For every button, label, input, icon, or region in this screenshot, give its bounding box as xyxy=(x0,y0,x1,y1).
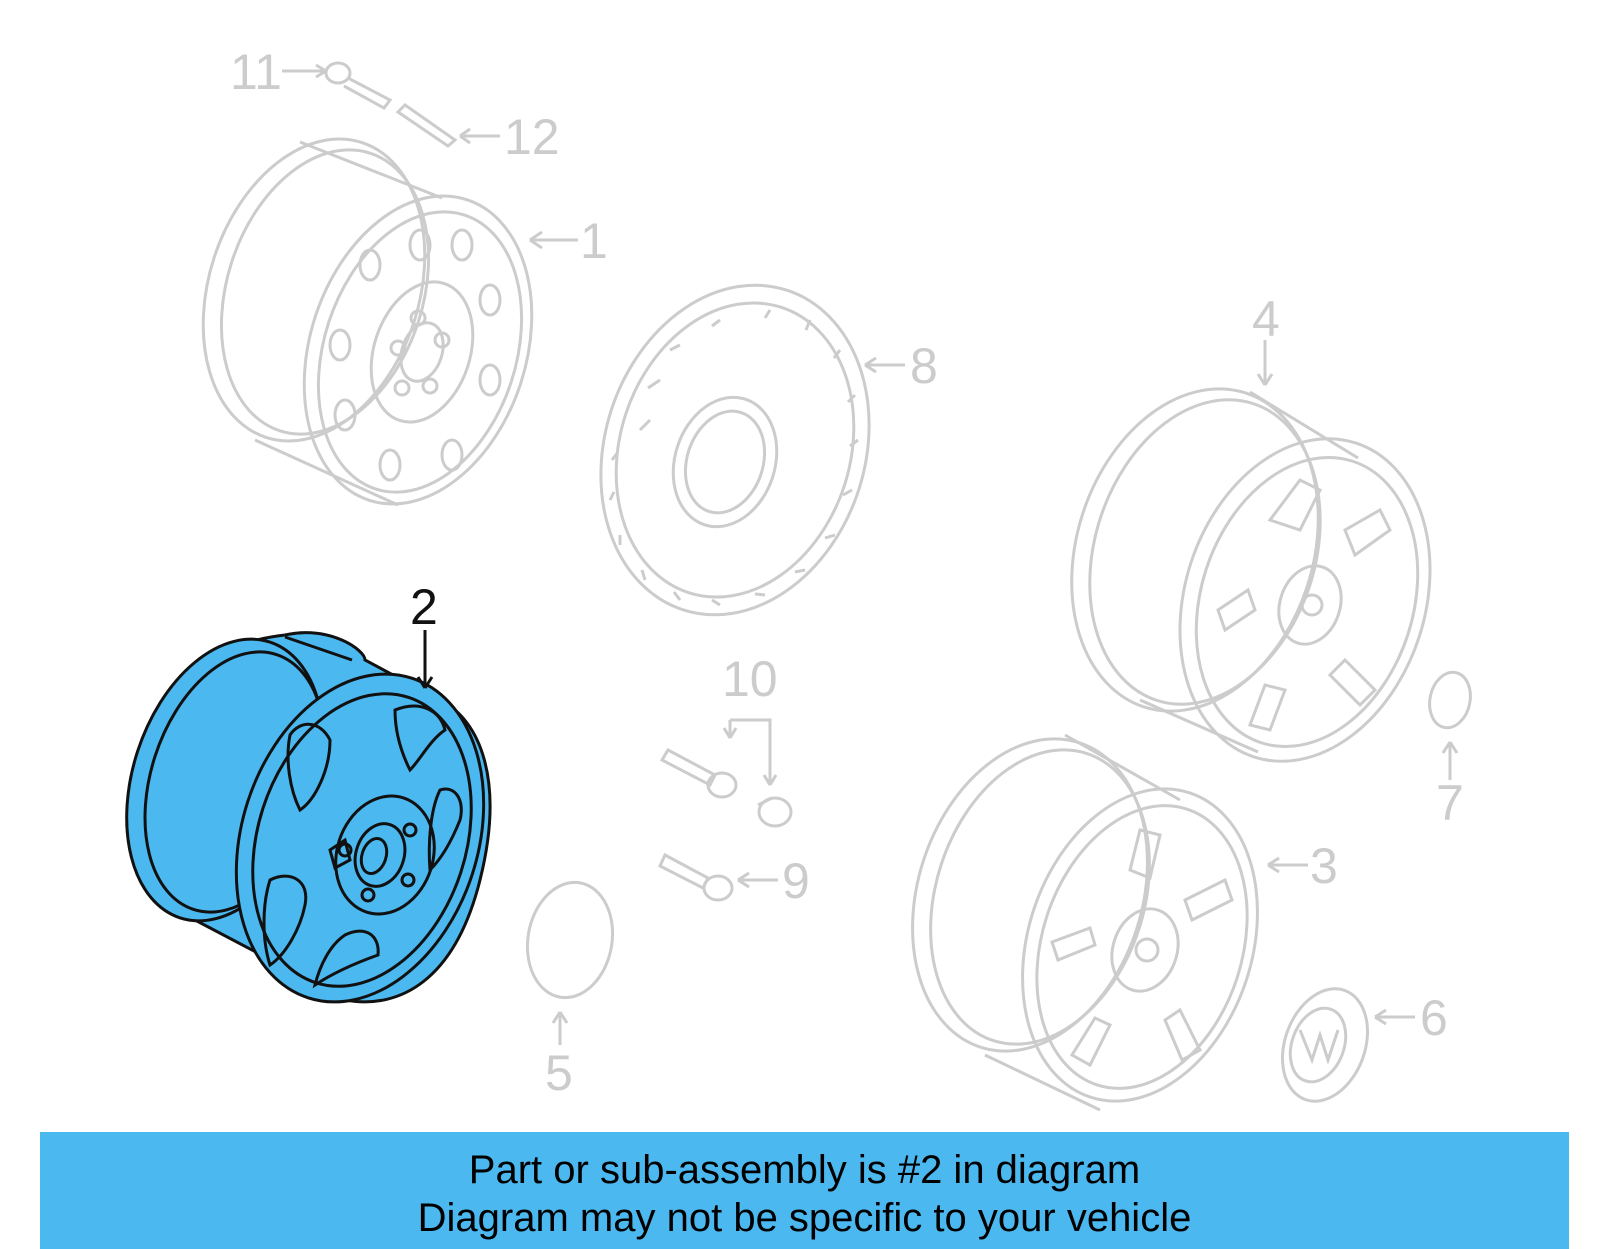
part-1-steel-wheel[interactable] xyxy=(166,110,578,534)
callout-6: 6 xyxy=(1420,990,1448,1046)
callout-8: 8 xyxy=(910,338,938,394)
part-8-wheel-cover[interactable] xyxy=(559,250,910,650)
callout-12: 12 xyxy=(504,109,560,165)
part-2-alloy-wheel-highlighted[interactable] xyxy=(93,614,524,1035)
callout-1: 1 xyxy=(580,213,608,269)
part-5-ring[interactable] xyxy=(519,876,622,1045)
part-11-12-valve-stem[interactable] xyxy=(282,61,500,148)
callout-10: 10 xyxy=(722,651,778,707)
callout-11: 11 xyxy=(230,44,282,100)
part-2-leader-arrow xyxy=(416,630,434,689)
part-9-10-bolts[interactable] xyxy=(658,718,793,902)
callout-3: 3 xyxy=(1310,838,1338,894)
part-4-alloy-wheel[interactable] xyxy=(1032,340,1470,794)
callout-7: 7 xyxy=(1436,775,1464,831)
part-7-seal[interactable] xyxy=(1425,668,1476,780)
part-6-center-cap[interactable] xyxy=(1268,977,1415,1113)
callout-9: 9 xyxy=(782,853,810,909)
callout-4: 4 xyxy=(1252,291,1280,347)
callout-5: 5 xyxy=(545,1045,573,1101)
part-3-alloy-wheel[interactable] xyxy=(874,708,1308,1132)
info-banner: Part or sub-assembly is #2 in diagram Di… xyxy=(40,1132,1569,1249)
banner-line-1: Part or sub-assembly is #2 in diagram xyxy=(468,1148,1141,1192)
banner-line-2: Diagram may not be specific to your vehi… xyxy=(417,1196,1192,1240)
callout-2: 2 xyxy=(410,579,438,635)
